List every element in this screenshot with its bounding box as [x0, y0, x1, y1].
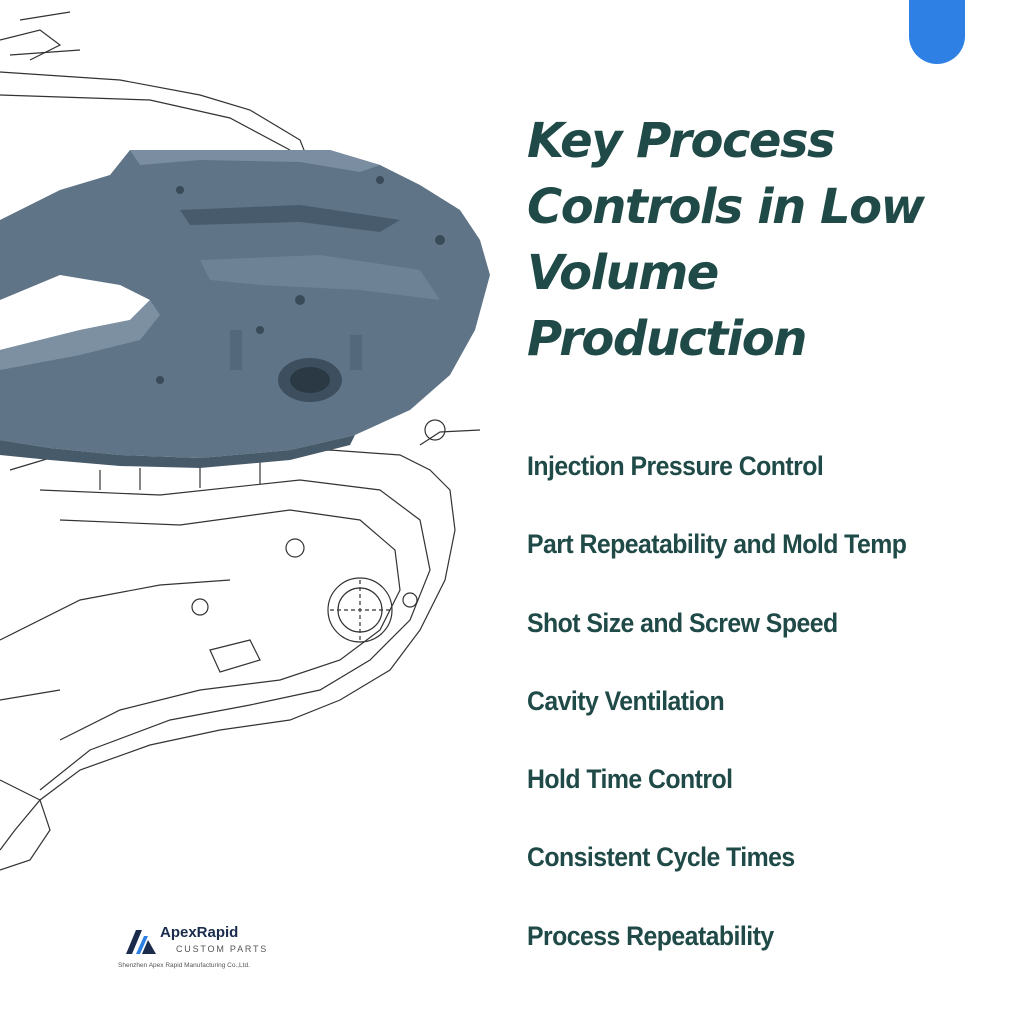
process-controls-list: Injection Pressure Control Part Repeatab…	[527, 444, 997, 992]
list-item: Part Repeatability and Mold Temp	[527, 529, 907, 560]
list-item: Process Repeatability	[527, 920, 774, 951]
accent-tab	[909, 0, 965, 64]
apexrapid-logo-icon	[126, 930, 156, 954]
brand-tagline: CUSTOM PARTS	[176, 944, 269, 954]
list-item: Cavity Ventilation	[527, 685, 725, 716]
brand-company: Shenzhen Apex Rapid Manufacturing Co.,Lt…	[118, 962, 250, 969]
brand-logo-block: ApexRapid CUSTOM PARTS Shenzhen Apex Rap…	[118, 920, 278, 980]
part-and-drawing-illustration	[0, 11, 490, 871]
list-item: Shot Size and Screw Speed	[527, 607, 838, 638]
list-item: Hold Time Control	[527, 764, 733, 795]
brand-name: ApexRapid	[160, 924, 239, 941]
list-item: Injection Pressure Control	[527, 451, 824, 481]
list-item: Consistent Cycle Times	[527, 842, 795, 873]
page-title: Key Process Controls in Low Volume Produ…	[527, 113, 925, 367]
